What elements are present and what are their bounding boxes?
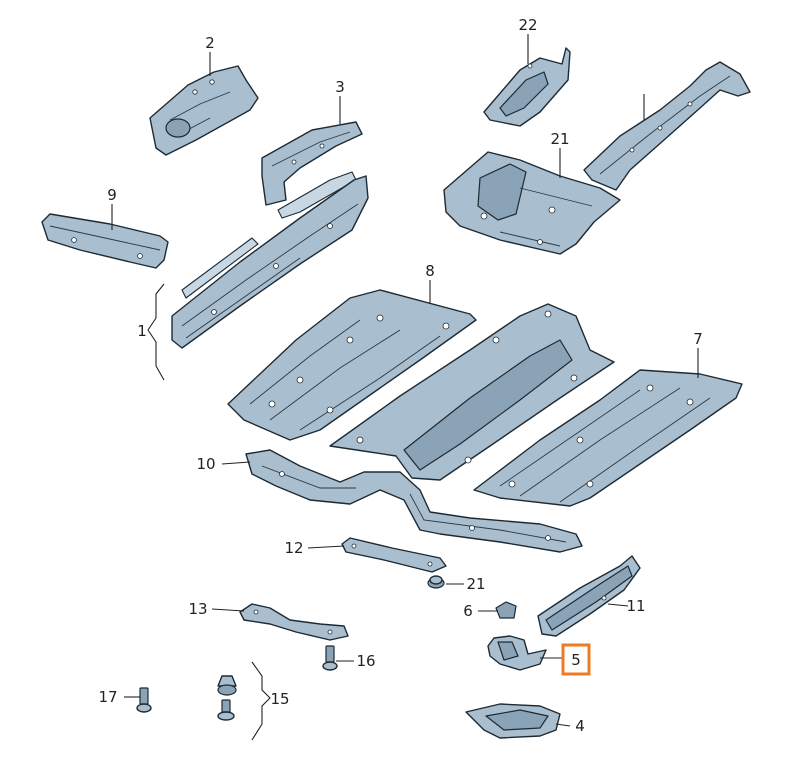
part-13-plate[interactable] <box>239 603 349 641</box>
part-11-sill-insert[interactable] <box>537 555 641 637</box>
callout-17[interactable]: 17 <box>98 688 117 706</box>
callout-20[interactable]: 21 <box>550 130 569 148</box>
callout-13[interactable]: 13 <box>188 600 207 618</box>
part-22-rail[interactable] <box>583 61 751 191</box>
callout-2[interactable]: 2 <box>205 34 215 52</box>
part-15-fastener-b[interactable] <box>217 699 235 721</box>
callout-3[interactable]: 3 <box>335 78 345 96</box>
callout-16[interactable]: 16 <box>356 652 375 670</box>
part-6-clip[interactable] <box>495 601 517 619</box>
part-3-crossmember[interactable] <box>261 121 363 219</box>
callout-8[interactable]: 8 <box>425 262 435 280</box>
highlight-box <box>561 643 591 676</box>
part-floor-tunnel[interactable] <box>329 303 615 481</box>
part-7-floor-right[interactable] <box>473 369 743 507</box>
part-17-bolt[interactable] <box>136 687 152 713</box>
part-16-bolt[interactable] <box>322 645 338 671</box>
part-5-bracket[interactable] <box>487 635 547 671</box>
callout-10[interactable]: 10 <box>196 455 215 473</box>
part-18-nut[interactable] <box>427 575 445 589</box>
callout-18[interactable]: 21 <box>466 575 485 593</box>
part-20-floor-rear[interactable] <box>443 151 621 255</box>
part-21-panel[interactable] <box>483 47 571 127</box>
callout-7[interactable]: 7 <box>693 330 703 348</box>
callout-9[interactable]: 9 <box>107 186 117 204</box>
callout-12[interactable]: 12 <box>284 539 303 557</box>
part-2-bracket[interactable] <box>149 65 259 156</box>
part-1-sill[interactable] <box>171 175 369 349</box>
callout-11[interactable]: 11 <box>626 597 645 615</box>
callout-5[interactable]: 5 <box>571 651 581 669</box>
callout-4[interactable]: 4 <box>575 717 585 735</box>
part-15-fastener-a[interactable] <box>217 675 237 696</box>
callout-15[interactable]: 15 <box>270 690 289 708</box>
part-12-plate[interactable] <box>341 537 447 573</box>
part-4-cup[interactable] <box>465 703 561 739</box>
part-8-floor-left[interactable] <box>227 289 477 441</box>
callout-21[interactable]: 22 <box>518 16 537 34</box>
part-9-member[interactable] <box>41 213 169 269</box>
leader-lines <box>111 34 699 741</box>
callout-1[interactable]: 1 <box>137 322 147 340</box>
callout-6[interactable]: 6 <box>463 602 473 620</box>
callout-5-highlight[interactable]: 5 <box>561 643 591 676</box>
part-10-brace[interactable] <box>245 449 583 553</box>
